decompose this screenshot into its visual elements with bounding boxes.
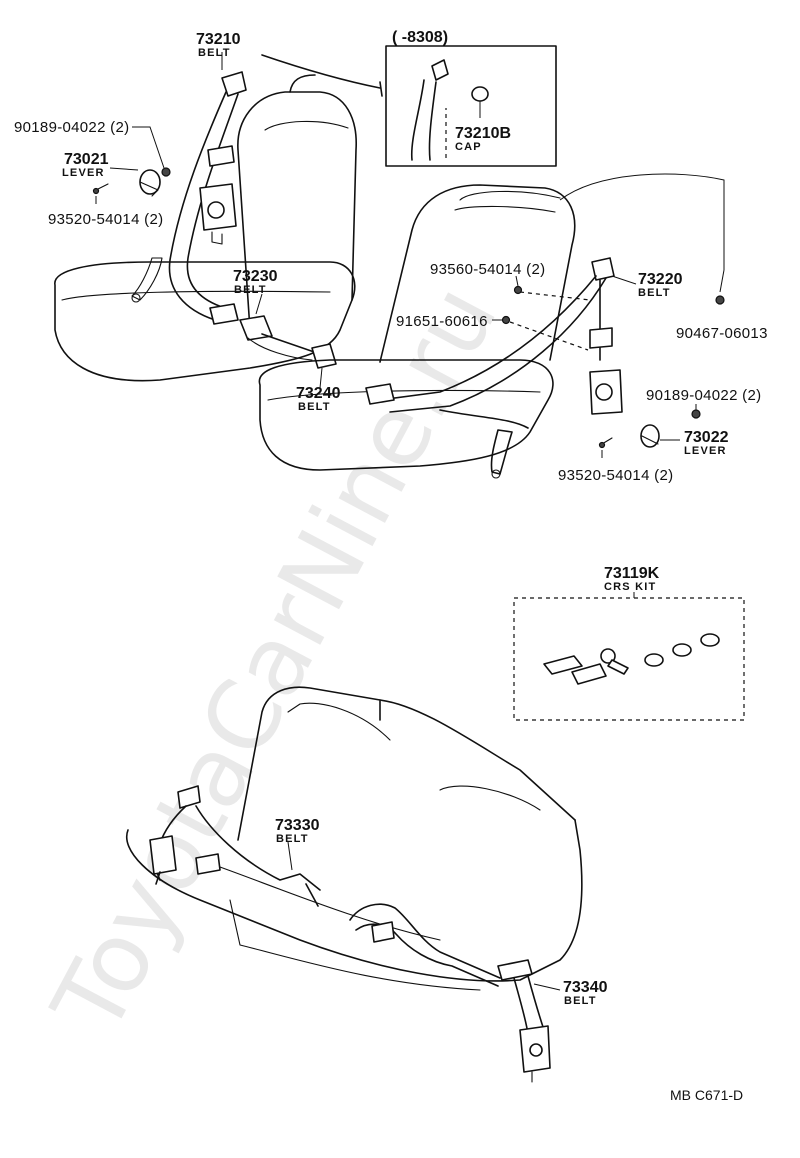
left-front-seat	[54, 74, 357, 382]
part-name-73330: BELT	[276, 833, 309, 845]
belt-73220-drawing	[365, 257, 623, 479]
belt-73340-drawing	[349, 903, 551, 1083]
watermark-text: ToyotaCarNine.ru	[31, 267, 519, 1051]
part-name-73230: BELT	[234, 284, 267, 296]
label-73022: 73022 LEVER	[684, 429, 729, 457]
part-number-73021: 73021	[64, 151, 109, 168]
leader-lines	[95, 52, 725, 991]
label-73230: 73230 BELT	[233, 268, 278, 296]
label-73330: 73330 BELT	[275, 817, 320, 845]
part-number-90189-left: 90189-04022 (2)	[14, 119, 129, 136]
label-73210: 73210 BELT	[196, 31, 241, 59]
part-number-90189-right: 90189-04022 (2)	[646, 387, 761, 404]
part-number-73119k: 73119K	[604, 565, 660, 582]
part-number-93560: 93560-54014 (2)	[430, 261, 545, 278]
part-number-73022: 73022	[684, 429, 729, 446]
upper-trim-line	[261, 54, 381, 89]
part-number-93520-right: 93520-54014 (2)	[558, 467, 673, 484]
crs-kit-box	[513, 592, 745, 721]
lever-73021-drawing	[92, 167, 171, 197]
part-number-73330: 73330	[275, 817, 320, 834]
part-number-73220: 73220	[638, 271, 683, 288]
part-name-73340: BELT	[564, 995, 597, 1007]
part-number-73340: 73340	[563, 979, 608, 996]
label-73220: 73220 BELT	[638, 271, 683, 299]
label-73119k: 73119K CRS KIT	[604, 565, 660, 593]
belt-73330-drawing	[149, 785, 321, 907]
label-73210b: 73210B CAP	[455, 125, 511, 153]
part-number-93520-left: 93520-54014 (2)	[48, 211, 163, 228]
part-name-73240: BELT	[298, 401, 331, 413]
part-number-73240: 73240	[296, 385, 341, 402]
label-73340: 73340 BELT	[563, 979, 608, 1007]
part-name-73022: LEVER	[684, 445, 727, 457]
part-number-91651: 91651-60616	[396, 313, 488, 330]
right-fasteners-drawing	[501, 285, 725, 449]
part-number-90467: 90467-06013	[676, 325, 768, 342]
rear-seat	[125, 686, 583, 991]
inset-box	[385, 45, 557, 167]
diagram-code: MB C671-D	[670, 1087, 743, 1103]
part-number-73230: 73230	[233, 268, 278, 285]
upper-trim-end	[379, 81, 383, 97]
part-name-73220: BELT	[638, 287, 671, 299]
part-name-73210b: CAP	[455, 141, 482, 153]
belt-73210-drawing	[131, 71, 247, 325]
part-name-73119k: CRS KIT	[604, 581, 656, 593]
buckle-belts-drawing	[239, 315, 337, 369]
part-number-73210b: 73210B	[455, 125, 511, 142]
label-73240: 73240 BELT	[296, 385, 341, 413]
label-73021: 73021 LEVER	[62, 151, 109, 179]
part-name-73210: BELT	[198, 47, 231, 59]
part-name-73021: LEVER	[62, 167, 105, 179]
inset-range-label: ( -8308)	[392, 29, 448, 46]
part-number-73210: 73210	[196, 31, 241, 48]
